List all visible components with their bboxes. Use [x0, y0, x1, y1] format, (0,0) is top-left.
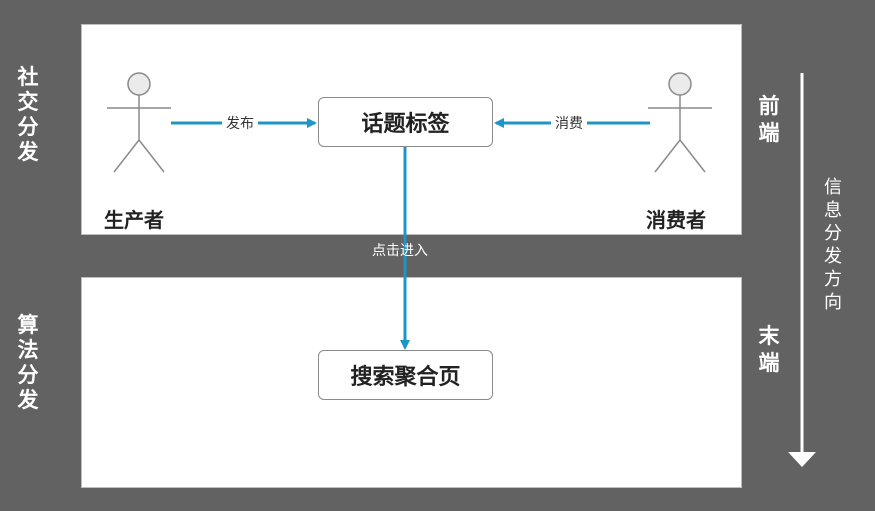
end-label-front: 前端	[758, 94, 780, 145]
consumer-figure-icon	[648, 72, 712, 173]
edge-label-publish: 发布	[222, 113, 258, 133]
edge-label-click-enter: 点击进入	[372, 243, 428, 259]
edge-label-consume: 消费	[551, 113, 587, 133]
topic-tag-node: 话题标签	[318, 97, 493, 147]
flow-direction-arrowhead	[788, 452, 816, 467]
end-label-back: 末端	[758, 324, 780, 375]
consumer-label: 消费者	[646, 208, 706, 232]
search-page-node: 搜索聚合页	[318, 350, 493, 400]
producer-label: 生产者	[104, 208, 164, 232]
section-label-social: 社交分发	[17, 65, 39, 164]
section-label-algorithm: 算法分发	[17, 313, 39, 412]
producer-figure-icon	[107, 72, 171, 173]
flow-direction-label: 信息分发方向	[824, 177, 842, 313]
